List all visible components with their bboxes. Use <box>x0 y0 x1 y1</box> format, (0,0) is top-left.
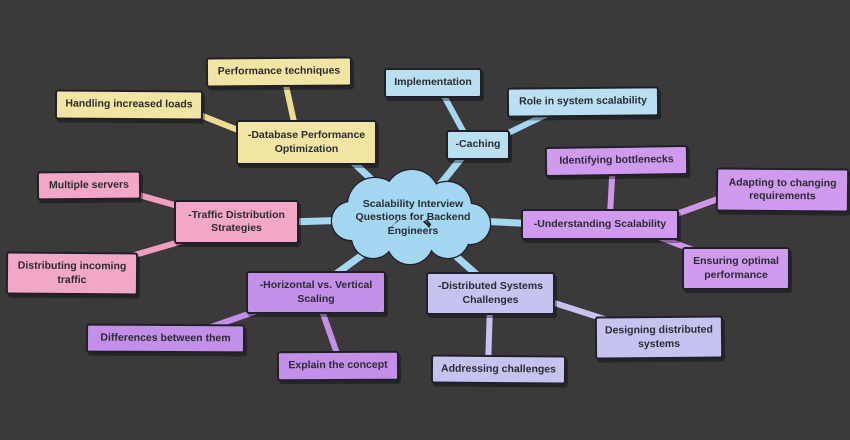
node-explain-the-concept[interactable]: Explain the concept <box>276 350 400 382</box>
node-identifying-bottlenecks[interactable]: Identifying bottlenecks <box>544 145 689 177</box>
node-ensuring-optimal-performance[interactable]: Ensuring optimal performance <box>682 247 790 290</box>
node-distributed-systems-challenges[interactable]: -Distributed Systems Challenges <box>426 272 555 315</box>
node-designing-distributed-systems[interactable]: Designing distributed systems <box>594 315 724 360</box>
node-caching[interactable]: -Caching <box>446 130 510 160</box>
node-understanding-scalability[interactable]: -Understanding Scalability <box>521 209 679 240</box>
node-horizontal-vs-vertical-scaling[interactable]: -Horizontal vs. Vertical Scaling <box>246 271 386 314</box>
node-role-in-system-scalability[interactable]: Role in system scalability <box>506 86 660 118</box>
node-handling-increased-loads[interactable]: Handling increased loads <box>54 89 204 121</box>
node-performance-techniques[interactable]: Performance techniques <box>205 56 353 88</box>
node-addressing-challenges[interactable]: Addressing challenges <box>430 354 567 385</box>
node-database-performance-optimization[interactable]: -Database Performance Optimization <box>236 120 377 165</box>
node-distributing-incoming-traffic[interactable]: Distributing incoming traffic <box>5 251 139 296</box>
node-implementation[interactable]: Implementation <box>384 68 482 98</box>
node-differences-between-them[interactable]: Differences between them <box>85 323 246 354</box>
node-adapting-to-changing-requirements[interactable]: Adapting to changing requirements <box>715 167 850 213</box>
central-topic-node[interactable]: Scalability Interview Questions for Back… <box>355 197 471 237</box>
node-multiple-servers[interactable]: Multiple servers <box>36 170 142 201</box>
node-traffic-distribution-strategies[interactable]: -Traffic Distribution Strategies <box>174 200 299 244</box>
